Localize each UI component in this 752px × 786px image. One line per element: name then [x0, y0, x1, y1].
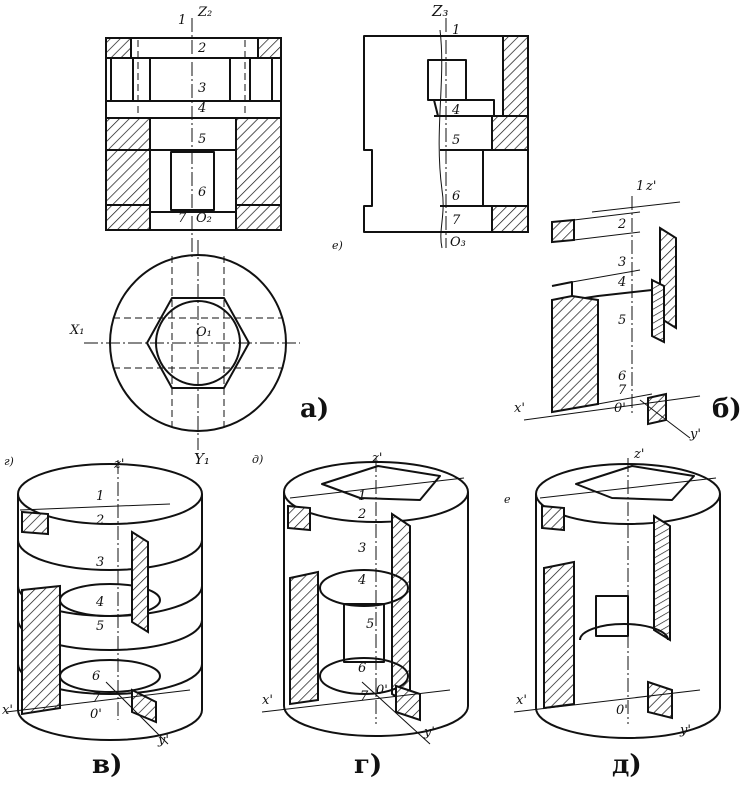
g-x-axis-label: x' [262, 693, 273, 708]
g-mark: д) [252, 453, 264, 466]
b-z-axis-label: z' [646, 179, 657, 194]
d-y-axis-label: y' [680, 723, 691, 738]
side-level-5: 5 [452, 133, 461, 148]
v-level-2: 2 [96, 513, 105, 528]
figure-g [261, 458, 469, 745]
d-mark: е [504, 493, 511, 506]
v-level-7: 7 [92, 691, 101, 706]
b-level-7: 7 [618, 383, 627, 398]
front-level-6: 6 [198, 185, 207, 200]
v-mark: г) [4, 455, 14, 468]
front-origin-label: O₂ [196, 211, 212, 226]
g-level-7: 7 [360, 689, 369, 704]
front-level-5: 5 [198, 132, 207, 147]
caption-b: б) [712, 394, 742, 424]
front-level-3: 3 [198, 81, 207, 96]
b-level-2: 2 [618, 217, 627, 232]
g-level-3: 3 [358, 541, 367, 556]
d-origin-label: 0' [616, 703, 628, 718]
g-y-axis-label: y' [424, 725, 435, 740]
side-origin-label: O₃ [450, 235, 466, 250]
side-level-4: 4 [452, 103, 461, 118]
figure-v [5, 460, 203, 745]
plan-y-axis-label: Y₁ [194, 450, 210, 468]
plan-x-axis-label: X₁ [70, 323, 85, 338]
side-level-6: 6 [452, 189, 461, 204]
side-view-mark: е) [332, 239, 343, 252]
b-x-axis-label: x' [514, 401, 525, 416]
b-level-5: 5 [618, 313, 627, 328]
v-level-5: 5 [96, 619, 105, 634]
v-origin-label: 0' [90, 707, 102, 722]
b-level-6: 6 [618, 369, 627, 384]
b-level-4: 4 [618, 275, 627, 290]
g-level-4: 4 [358, 573, 367, 588]
g-level-1: 1 [358, 489, 367, 504]
front-view [105, 18, 282, 258]
g-level-5: 5 [366, 617, 375, 632]
d-x-axis-label: x' [516, 693, 527, 708]
g-origin-label: 0' [376, 683, 388, 698]
g-level-6: 6 [358, 661, 367, 676]
v-x-axis-label: x' [2, 703, 13, 718]
g-level-2: 2 [358, 507, 367, 522]
b-level-3: 3 [618, 255, 627, 270]
v-level-6: 6 [92, 669, 101, 684]
caption-a: а) [300, 394, 330, 424]
front-level-4: 4 [198, 101, 207, 116]
g-z-axis-label: z' [372, 451, 383, 466]
caption-d: д) [612, 750, 642, 780]
side-level-7: 7 [452, 213, 461, 228]
caption-v: в) [92, 750, 123, 780]
plan-view [84, 240, 300, 450]
v-level-3: 3 [96, 555, 105, 570]
plan-origin-label: O₁ [196, 325, 212, 340]
figure-d [513, 458, 721, 739]
d-z-axis-label: z' [634, 447, 645, 462]
front-level-2: 2 [198, 41, 207, 56]
front-level-1: 1 [178, 13, 187, 28]
side-level-1: 1 [452, 23, 461, 38]
v-z-axis-label: z' [114, 457, 125, 472]
front-level-7: 7 [178, 211, 187, 226]
caption-g: г) [354, 750, 383, 780]
b-y-axis-label: y' [690, 427, 701, 442]
b-level-1: 1 [636, 179, 645, 194]
v-y-axis-label: y' [158, 733, 169, 748]
b-origin-label: 0' [614, 401, 626, 416]
side-z-axis-label: Z₃ [432, 2, 449, 20]
front-z-axis-label: Z₂ [198, 5, 213, 20]
side-view [363, 18, 529, 249]
v-level-1: 1 [96, 489, 105, 504]
figure-b [523, 196, 701, 439]
v-level-4: 4 [96, 595, 105, 610]
